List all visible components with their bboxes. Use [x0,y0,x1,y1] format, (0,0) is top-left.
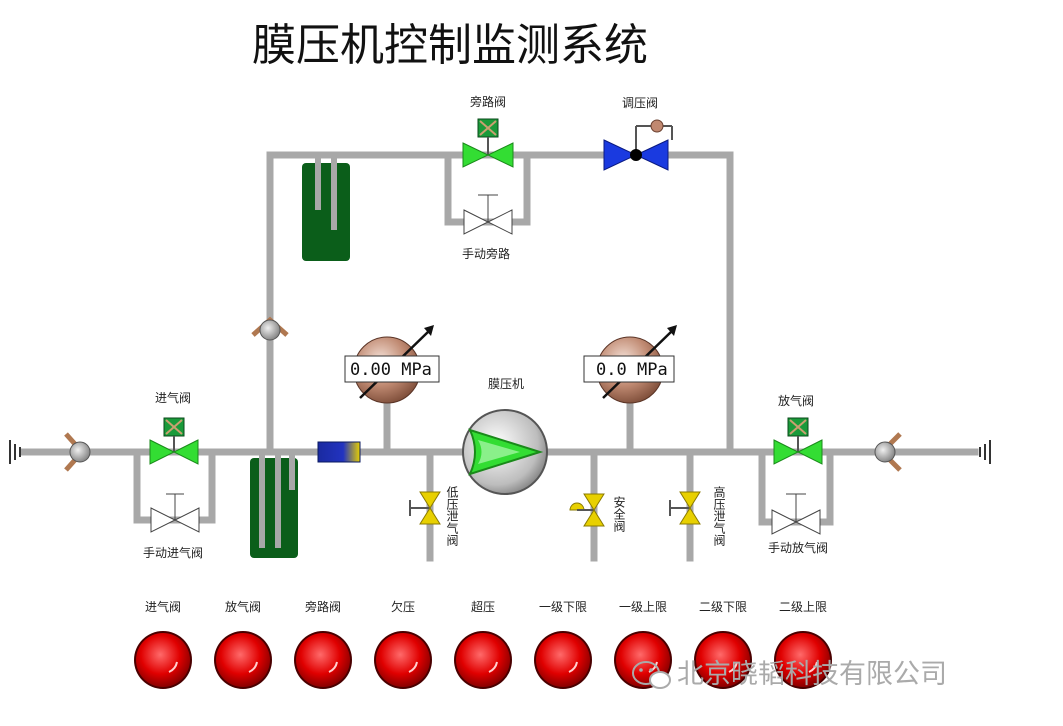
inlet-valve-label: 进气阀 [155,390,191,405]
indicator-lamp-highlight [168,661,178,673]
indicator-label: 放气阀 [225,599,261,614]
indicator-lamp-light [536,633,590,687]
manual-bypass-valve[interactable] [463,194,513,235]
indicator-lamp-highlight [648,661,658,673]
bypass-valve-label: 旁路阀 [470,94,506,109]
indicator-lamp: 二级上限 [774,600,832,689]
indicator-lamp: 旁路阀 [294,599,352,689]
pressure-reg-valve-label: 调压阀 [622,96,658,110]
manual-inlet-valve-label: 手动进气阀 [143,545,203,560]
gauge-outlet-readout: 0.0 MPa [596,360,668,380]
indicator-label: 二级上限 [779,600,827,614]
compressor-label: 膜压机 [488,377,524,391]
indicator-lamp-highlight [248,661,258,673]
indicator-label: 一级上限 [619,600,667,614]
indicator-lamp-light [136,633,190,687]
indicator-lamp-highlight [808,661,818,673]
gauge-inlet-readout: 0.00 MPa [350,360,432,380]
indicator-lamp-light [776,633,830,687]
manual-vent-valve[interactable] [771,493,821,535]
buffer-tank-top [302,152,350,261]
indicator-lamp: 欠压 [374,599,432,689]
page-title: 膜压机控制监测系统 [252,20,648,71]
indicator-label: 欠压 [391,599,415,614]
check-valve-outlet[interactable] [874,432,902,472]
indicator-label: 超压 [471,599,495,614]
safety-valve-label: 安全阀 [612,495,626,533]
indicator-lamp-highlight [408,661,418,673]
indicator-lamp-highlight [728,661,738,673]
indicator-lamp: 二级下限 [694,600,752,689]
indicator-panel: 进气阀 放气阀 旁路阀 欠压 超压 一级下限 一级上限 二级下限 二级上限 [134,599,832,689]
indicator-lamp-light [696,633,750,687]
indicator-label: 一级下限 [539,600,587,614]
watermark-text: 北京晓韬科技有限公司 [677,659,947,690]
indicator-lamp: 超压 [454,599,512,689]
indicator-lamp: 一级下限 [534,600,592,689]
low-pressure-vent-valve[interactable] [409,491,441,525]
indicator-label: 旁路阀 [305,599,341,614]
vent-solenoid-valve[interactable] [773,417,823,465]
indicator-lamp-light [296,633,350,687]
membrane-compressor[interactable] [462,409,548,495]
manual-vent-valve-label: 手动放气阀 [768,540,828,555]
indicator-lamp-light [216,633,270,687]
buffer-tank-bottom [250,452,298,558]
manual-bypass-label: 手动旁路 [462,246,510,261]
safety-valve[interactable] [569,493,605,527]
wechat-icon [632,661,671,689]
low-pressure-vent-label: 低压泄气阀 [445,486,459,547]
indicator-lamp-light [376,633,430,687]
indicator-label: 进气阀 [145,599,181,614]
check-valve-vertical[interactable] [251,316,289,341]
pressure-regulating-valve[interactable] [603,119,673,171]
indicator-lamp-highlight [488,661,498,673]
indicator-lamp: 放气阀 [214,599,272,689]
indicator-lamp: 进气阀 [134,599,192,689]
pressure-gauge-inlet: 0.00 MPa [344,325,440,404]
high-pressure-vent-label: 高压泄气阀 [712,485,726,547]
end-cap-right [979,440,991,464]
vent-valve-label: 放气阀 [778,393,814,408]
check-valve-inlet[interactable] [64,432,91,472]
pipe-network [20,151,979,562]
high-pressure-vent-valve[interactable] [669,491,701,525]
inlet-solenoid-valve[interactable] [149,417,199,465]
indicator-label: 二级下限 [699,600,747,614]
indicator-lamp-highlight [328,661,338,673]
filter [317,441,361,463]
end-cap-left [9,440,21,464]
manual-inlet-valve[interactable] [150,493,200,533]
pressure-gauge-outlet: 0.0 MPa [583,325,677,404]
watermark: 北京晓韬科技有限公司 [632,659,947,690]
indicator-lamp-highlight [568,661,578,673]
indicator-lamp-light [456,633,510,687]
bypass-solenoid-valve[interactable] [462,118,514,168]
